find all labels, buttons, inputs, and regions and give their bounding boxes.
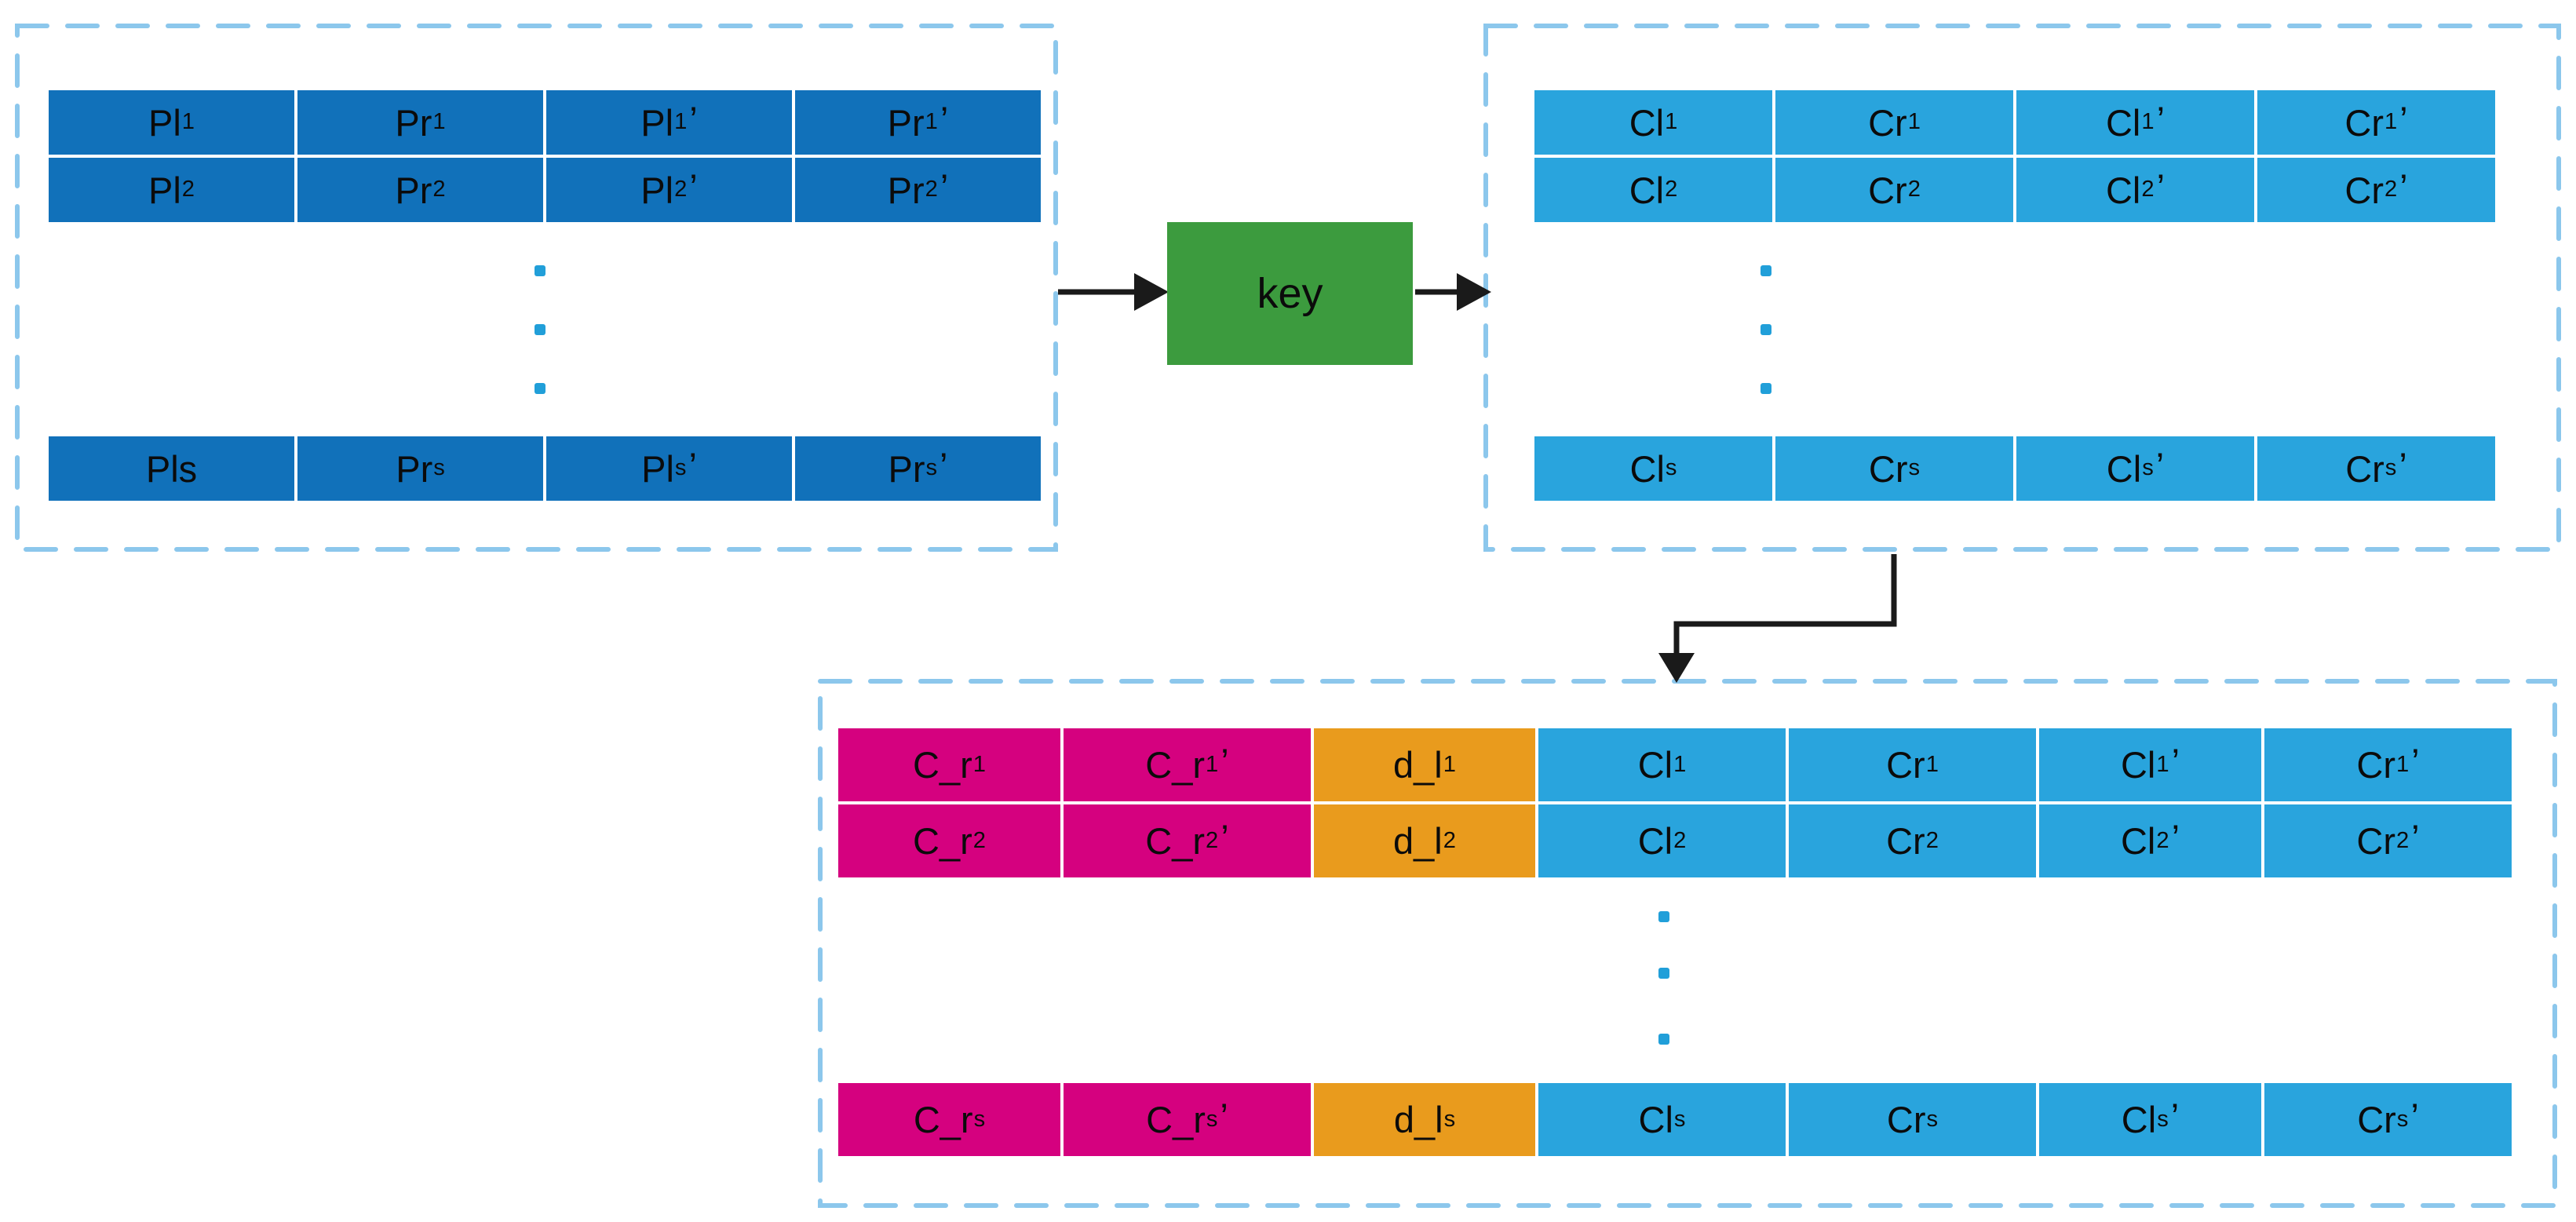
arrow-ciphertext-to-combined bbox=[1673, 554, 1897, 656]
ellipsis-dot bbox=[1658, 968, 1669, 979]
ellipsis-dot bbox=[1658, 911, 1669, 922]
arrowhead-ciphertext-to-combined bbox=[1658, 653, 1695, 683]
key-label: key bbox=[1257, 270, 1323, 317]
ellipsis-dot bbox=[535, 324, 545, 335]
ellipsis-dot bbox=[1658, 1034, 1669, 1045]
ciphertext-box-border bbox=[1483, 24, 2561, 552]
ellipsis-dot bbox=[1761, 383, 1771, 394]
ellipsis-dot bbox=[535, 383, 545, 394]
key-box: key bbox=[1167, 222, 1413, 365]
ellipsis-dot bbox=[1761, 324, 1771, 335]
combined-box-border bbox=[818, 679, 2557, 1208]
arrowhead-key-to-ciphertext bbox=[1457, 273, 1491, 311]
plaintext-box-border bbox=[15, 24, 1058, 552]
ellipsis-dot bbox=[535, 265, 545, 276]
ellipsis-dot bbox=[1761, 265, 1771, 276]
table-cell: Pls bbox=[49, 436, 294, 501]
arrowhead-plaintext-to-key bbox=[1134, 273, 1169, 311]
